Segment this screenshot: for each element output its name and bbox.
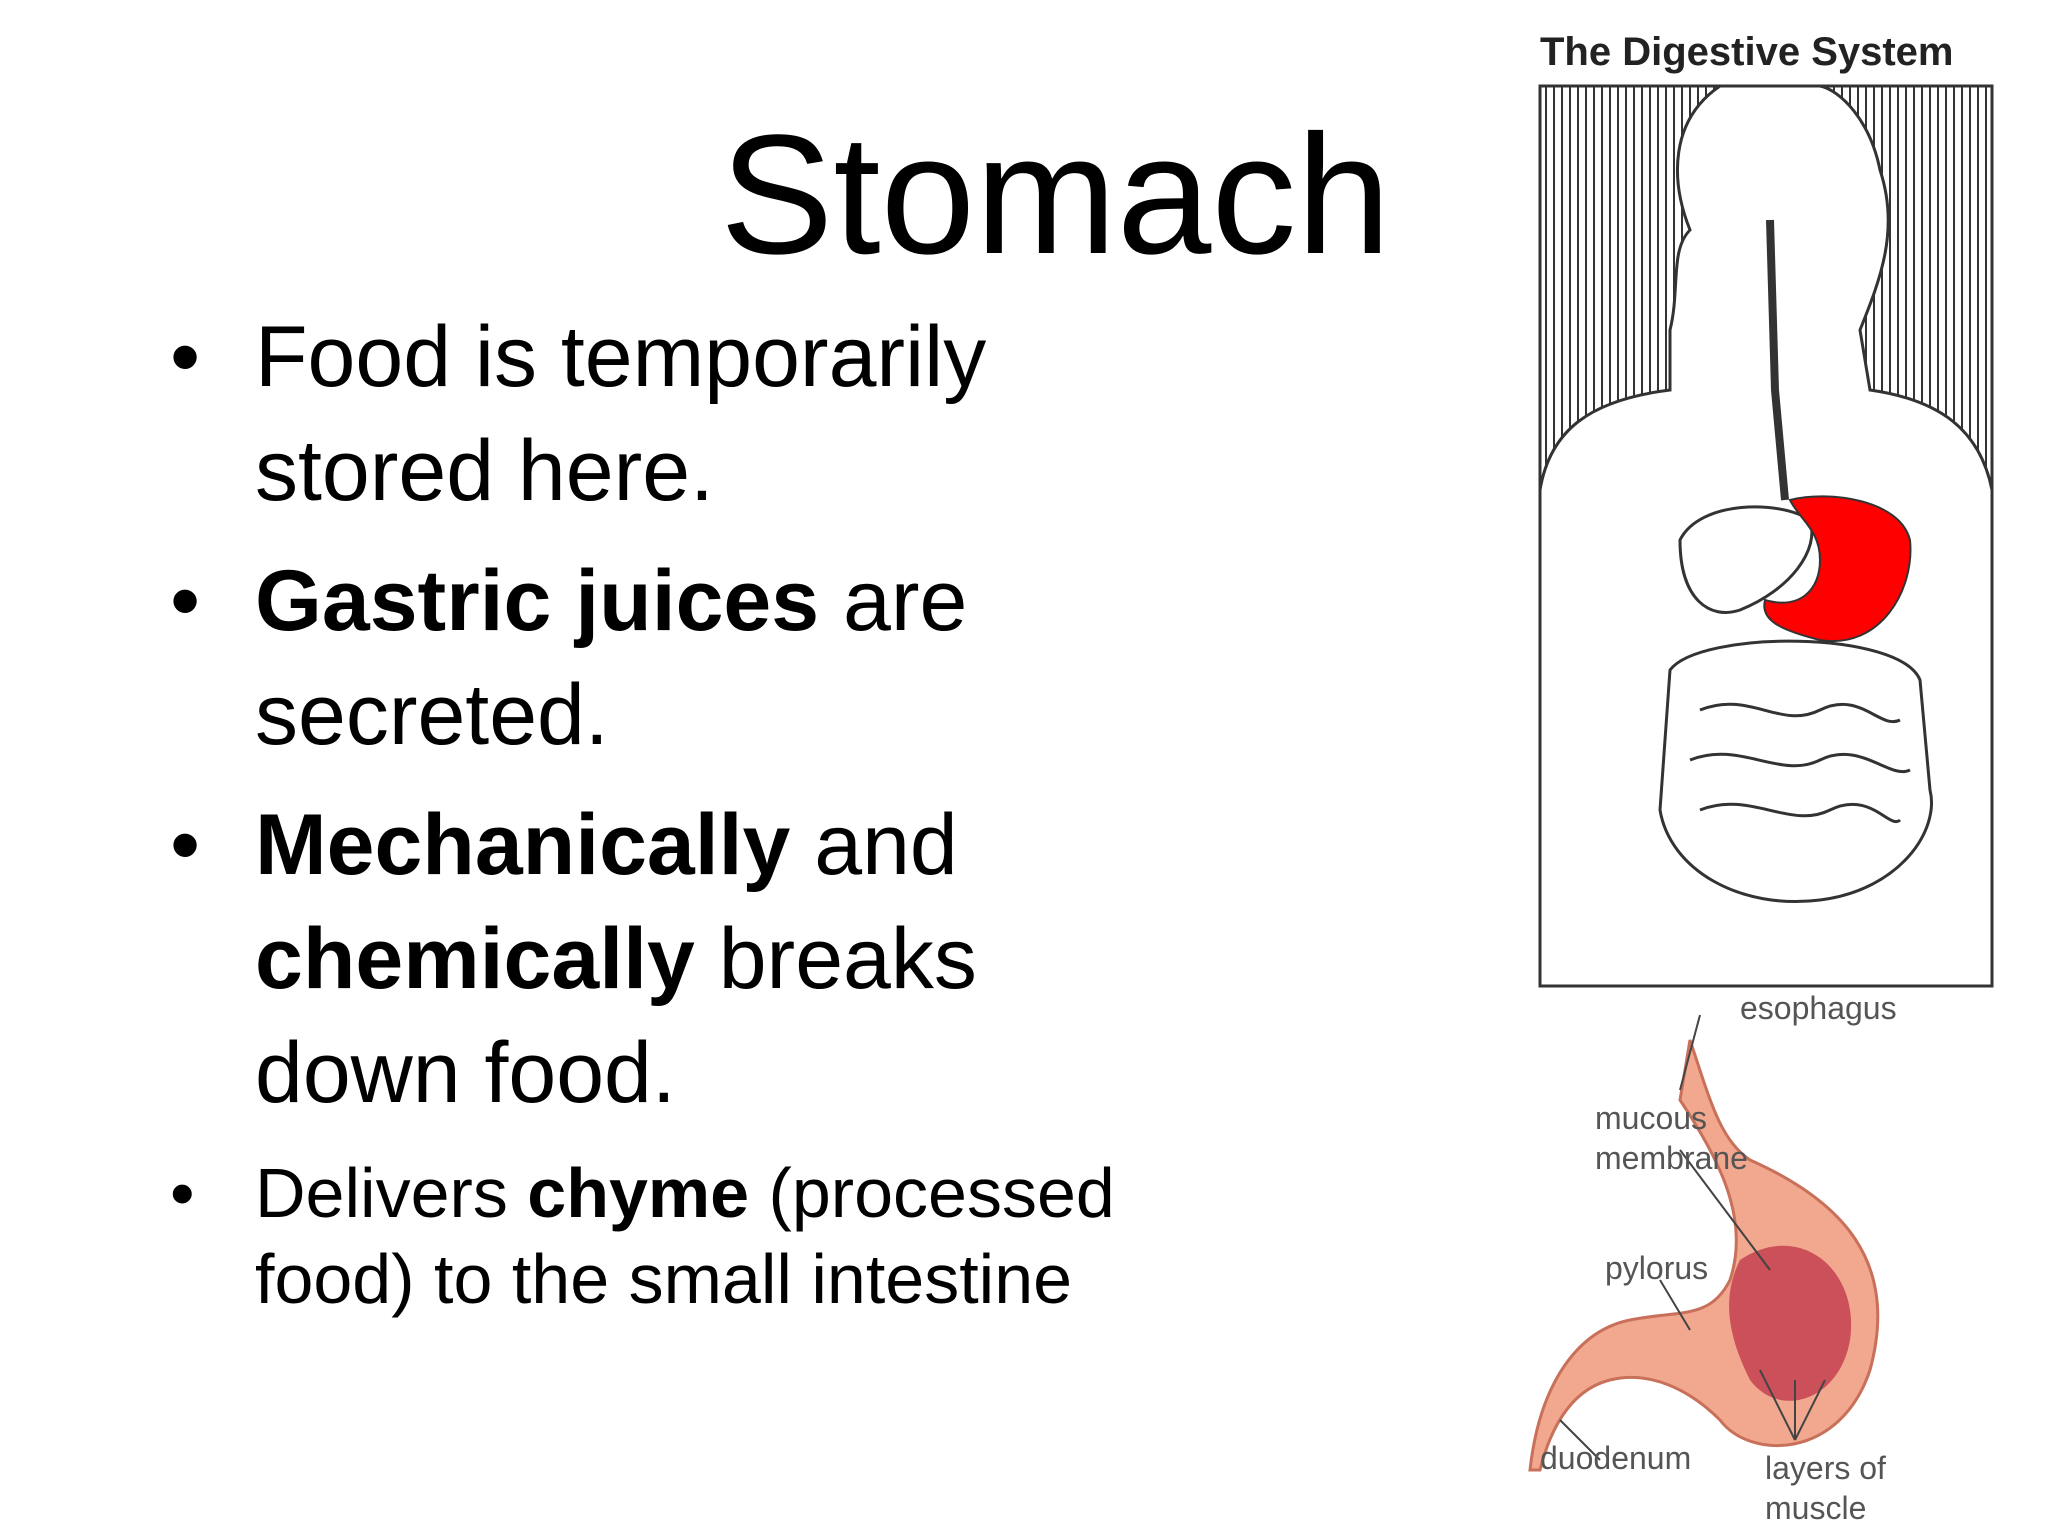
digestive-system-figure	[1538, 84, 1994, 988]
bullet-text: are secreted.	[255, 553, 968, 763]
label-membrane: membrane	[1595, 1140, 1748, 1176]
figure-title: The Digestive System	[1540, 30, 1954, 74]
intestine-outline	[1658, 639, 1933, 903]
bullet-bold-text: chyme	[527, 1154, 750, 1232]
bullet-text: breaks down food.	[255, 911, 977, 1121]
bullet-icon: •	[170, 553, 201, 649]
bullet-text: Delivers	[255, 1154, 528, 1232]
label-esophagus: esophagus	[1740, 990, 1897, 1026]
bullet-icon: •	[170, 1154, 195, 1232]
stomach-highlight	[1763, 495, 1912, 643]
bullet-text: and	[790, 797, 958, 893]
label-layers-of: layers of	[1765, 1450, 1886, 1486]
label-mucous: mucous	[1595, 1100, 1708, 1136]
label-muscle: muscle	[1765, 1490, 1867, 1526]
bullet-bold-text: Gastric juices	[255, 553, 820, 649]
bullet-bold-text: Mechanically	[255, 797, 791, 893]
bullet-bold-text: chemically	[255, 911, 695, 1007]
bullet-list: • Food is temporarily stored here. • Gas…	[170, 300, 1170, 1338]
esophagus-tube	[1766, 219, 1789, 501]
bullet-item-4: • Delivers chyme (processed food) to the…	[170, 1150, 1170, 1322]
label-duodenum: duodenum	[1540, 1440, 1692, 1476]
bullet-item-1: • Food is temporarily stored here.	[170, 300, 1170, 528]
bullet-text: Food is temporarily stored here.	[255, 309, 987, 519]
bullet-item-2: • Gastric juices are secreted.	[170, 544, 1170, 772]
bullet-item-3: • Mechanically and chemically breaks dow…	[170, 788, 1170, 1130]
bullet-text: (processed food) to the small intestine	[255, 1154, 1115, 1318]
slide-title: Stomach	[720, 100, 1391, 290]
bullet-icon: •	[170, 797, 201, 893]
bullet-icon: •	[170, 309, 201, 405]
liver-shape	[1678, 505, 1814, 614]
stomach-anatomy-figure	[1528, 1014, 1880, 1472]
label-pylorus: pylorus	[1605, 1250, 1709, 1286]
